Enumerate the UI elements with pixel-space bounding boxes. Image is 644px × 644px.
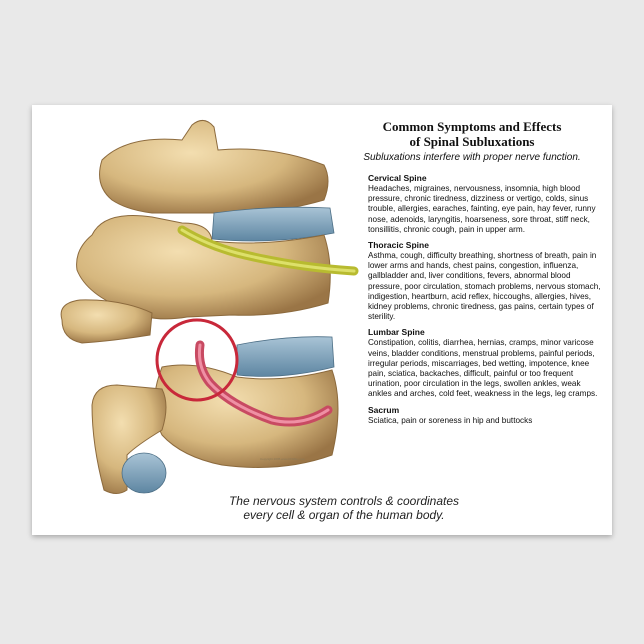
middle-vertebra <box>76 214 331 320</box>
facet-joint <box>121 452 167 494</box>
lower-vertebra <box>154 364 339 468</box>
section-cervical: Cervical Spine Headaches, migraines, ner… <box>368 173 604 235</box>
poster: Copyright 2005 www.RNMEx.com Common Symp… <box>32 105 612 535</box>
highlight-circle <box>155 318 239 402</box>
upper-disc <box>211 206 335 242</box>
section-sacrum: Sacrum Sciatica, pain or soreness in hip… <box>368 405 604 426</box>
spine-illustration <box>60 120 359 494</box>
lower-disc <box>236 336 335 377</box>
transverse-process <box>60 299 153 344</box>
footer-tagline: The nervous system controls & coordinate… <box>228 494 460 522</box>
page-title: Common Symptoms and Effects of Spinal Su… <box>382 119 562 149</box>
section-body: Headaches, migraines, nervousness, insom… <box>368 184 596 234</box>
upper-vertebra <box>99 120 329 214</box>
page-subtitle: Subluxations interfere with proper nerve… <box>363 152 581 163</box>
section-heading: Lumbar Spine <box>368 327 425 338</box>
copyright-text: Copyright 2005 www.RNMEx.com <box>260 457 306 461</box>
section-heading: Thoracic Spine <box>368 240 429 251</box>
section-thoracic: Thoracic Spine Asthma, cough, difficulty… <box>368 240 604 322</box>
spinous-process <box>91 384 167 494</box>
section-heading: Cervical Spine <box>368 173 427 183</box>
section-body: Constipation, colitis, diarrhea, hernias… <box>368 338 598 399</box>
section-lumbar: Lumbar Spine Constipation, colitis, diar… <box>368 327 604 399</box>
section-heading: Sacrum <box>368 404 400 415</box>
symptoms-panel: Common Symptoms and Effects of Spinal Su… <box>340 119 604 431</box>
section-body: Asthma, cough, difficulty breathing, sho… <box>368 251 601 322</box>
section-body: Sciatica, pain or soreness in hip and bu… <box>368 415 533 425</box>
